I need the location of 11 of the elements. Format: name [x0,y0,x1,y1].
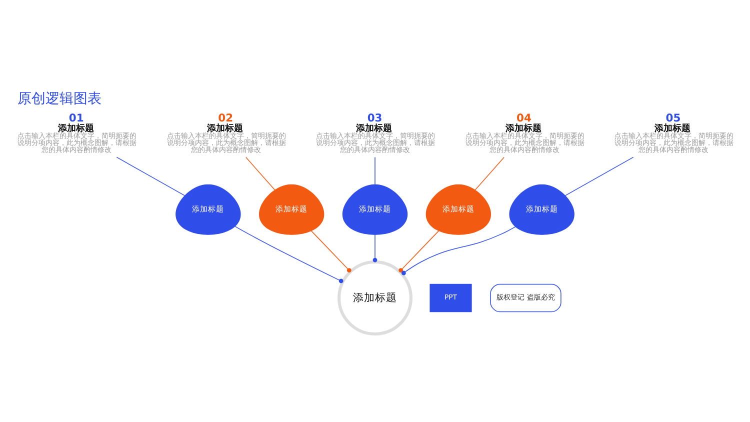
connector [564,156,634,196]
connector [310,230,352,272]
connector [474,156,504,190]
connector [398,230,440,272]
connector [246,156,276,190]
connector [372,234,378,262]
connector [401,226,516,275]
connector [234,225,344,283]
connector [116,156,186,196]
diagram-title: 原创逻辑图表 [17,90,102,107]
connector [374,156,376,184]
